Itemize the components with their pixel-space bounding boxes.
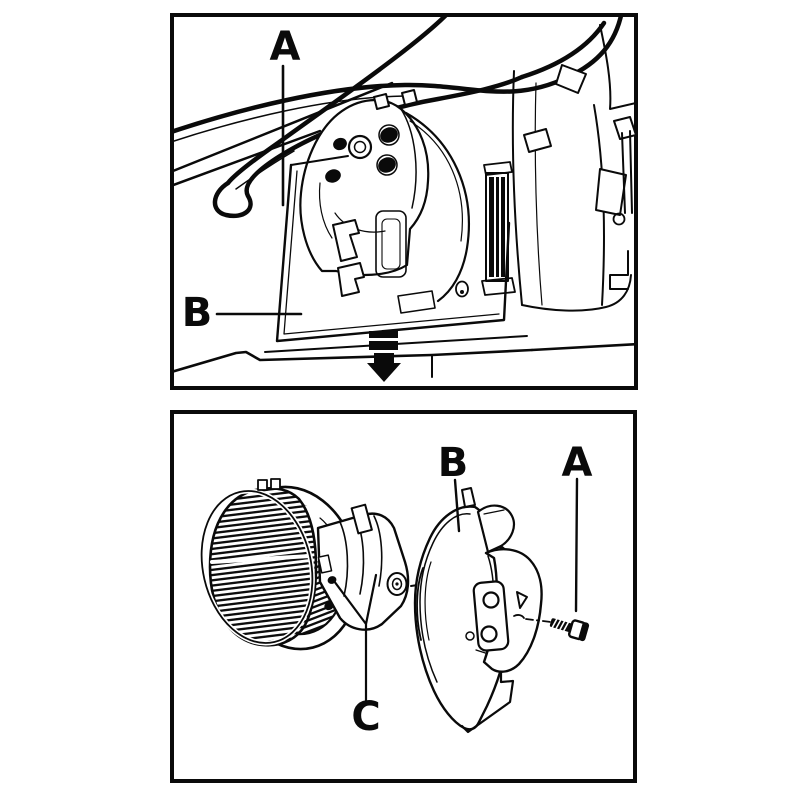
panel-hole-dot [460,290,464,294]
bolt-ring [376,154,398,176]
plate-opening-arc [424,561,432,641]
installed-view-drawing: A B [170,13,638,390]
callout-label-a: A [562,440,593,486]
cover-panel [275,163,511,343]
seal-bar [501,177,505,277]
floor-line [170,348,534,374]
retaining-screw [549,618,590,642]
shaft-center [395,582,399,586]
panel-tab [397,290,436,314]
cover-panel-inner [283,170,500,335]
mount-hole [480,625,498,643]
bolt-head [378,157,396,173]
corner-bracket [599,24,637,110]
bolt-head [325,169,341,183]
side-bracket [595,168,627,216]
panel-exploded-view: B A C [170,410,637,783]
retaining-clip [332,219,360,262]
motor-bolt [324,601,334,611]
plate-wing-line [483,509,505,515]
channel-cap [481,277,516,296]
callout-label-c: C [351,694,380,740]
callout-label-a: A [270,24,301,70]
callout-leaders [215,64,303,316]
triangle-hole [516,591,528,609]
channel-cap [483,161,513,176]
bolt-ring [378,124,400,146]
floor-line [530,342,638,352]
exploded-view-linework [199,477,590,734]
removal-arrow-down [367,331,401,382]
panel-slot-inner [381,218,401,270]
seal-bar [489,177,494,277]
grommet-ring-inner [353,140,367,154]
exploded-view-drawing: B A C [170,410,637,783]
plate-wing [476,504,516,554]
duct-arc-inner [409,120,463,242]
heater-box-edge [511,70,523,306]
fan-tab [270,478,281,490]
grommet-ring [347,134,373,160]
screw-hole [513,614,525,619]
bracket-clip [523,128,552,153]
side-step [609,250,629,290]
harness-hose [519,20,607,80]
cover-panel-top [290,155,349,166]
bolt-head [380,127,398,143]
bracket-hole [612,212,626,226]
housing-clip [401,89,418,106]
harness-hose-loop [212,74,525,219]
panel-slot [375,210,407,278]
callout-c-leader [332,573,378,702]
plate-top-clip [461,487,476,508]
heater-box-crease [534,82,543,306]
callout-a-leader [574,477,579,613]
installed-view-linework [170,13,638,378]
callout-b-leader [453,478,461,533]
cowl-line [170,81,394,174]
corner-lines [621,130,633,214]
motor-clip [317,554,333,574]
motor-ring [339,521,349,597]
panel-hole [455,280,469,298]
fan-drum-seam [210,554,312,564]
brush-holder-tab [350,503,373,535]
centerline-screw [525,618,552,623]
mount-hole [482,591,500,609]
harness-detail [235,150,295,190]
duct-arc [404,111,470,303]
harness-hose [170,13,624,135]
bracket-clip [555,64,587,94]
bolt-head [333,137,347,151]
plate-opening-arc [416,567,424,641]
fan-tab [257,479,268,491]
housing-crease [400,108,417,209]
seal-bar [496,177,499,277]
screw-head-cap [578,622,590,642]
dimple [465,631,475,641]
arrow-bar [369,341,398,350]
cowl-line [170,129,322,188]
retaining-clip [337,262,365,297]
housing-clip [373,93,390,110]
arrow-bar [369,331,398,338]
panel-installed-view: A B [170,13,638,390]
plate-inner-rim [419,513,471,683]
harness-hose [225,13,452,186]
fan-face-outline [200,490,314,644]
housing-crease [318,182,333,239]
motor-ring [373,515,383,587]
callout-label-b: B [182,290,213,336]
callout-label-b: B [438,440,469,486]
shaft-end-inner [391,577,403,591]
fan-drum [208,487,318,647]
screw-thread-lines [551,618,570,632]
arrow-head [367,353,401,382]
